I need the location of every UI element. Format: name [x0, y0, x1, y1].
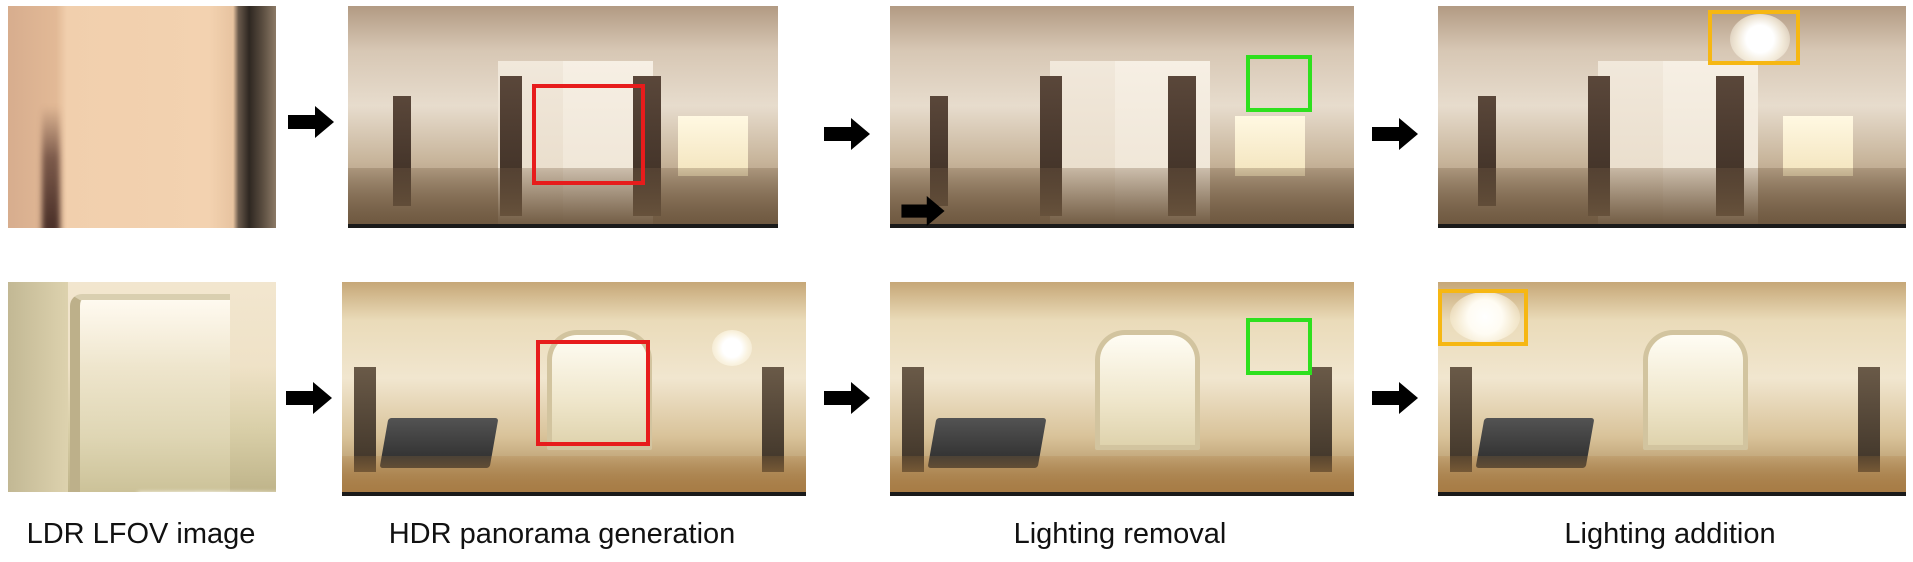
lighting-removal-panorama-2: [890, 282, 1354, 496]
removal-highlight-box: [1246, 318, 1312, 375]
generation-highlight-box: [536, 340, 650, 446]
caption-removal: Lighting removal: [1013, 518, 1227, 550]
caption-lfov: LDR LFOV image: [26, 518, 256, 550]
added-light-source: [1450, 292, 1520, 342]
ldr-lfov-image-2: [8, 282, 276, 492]
lamp-glow: [712, 330, 752, 366]
ldr-lfov-image-1: [8, 6, 276, 228]
right-arrow-icon: [1372, 118, 1418, 150]
addition-highlight-box: [1708, 10, 1800, 65]
caption-generation: HDR panorama generation: [388, 518, 736, 550]
lighting-removal-panorama-1: [890, 6, 1354, 228]
right-arrow-icon: [901, 196, 945, 226]
right-arrow-icon: [824, 382, 870, 414]
addition-highlight-box: [1438, 289, 1528, 346]
wall-mark: [42, 106, 60, 228]
generation-highlight-box: [532, 84, 645, 185]
hdr-panorama-2: [342, 282, 806, 496]
hdr-panorama-1: [348, 6, 778, 228]
removal-highlight-box: [1246, 55, 1312, 112]
caption-addition: Lighting addition: [1564, 518, 1776, 550]
lighting-addition-panorama-1: [1438, 6, 1906, 228]
added-light-source: [1730, 14, 1790, 64]
right-arrow-icon: [288, 106, 334, 138]
right-arrow-icon: [286, 382, 332, 414]
right-arrow-icon: [1372, 382, 1418, 414]
right-arrow-icon: [824, 118, 870, 150]
